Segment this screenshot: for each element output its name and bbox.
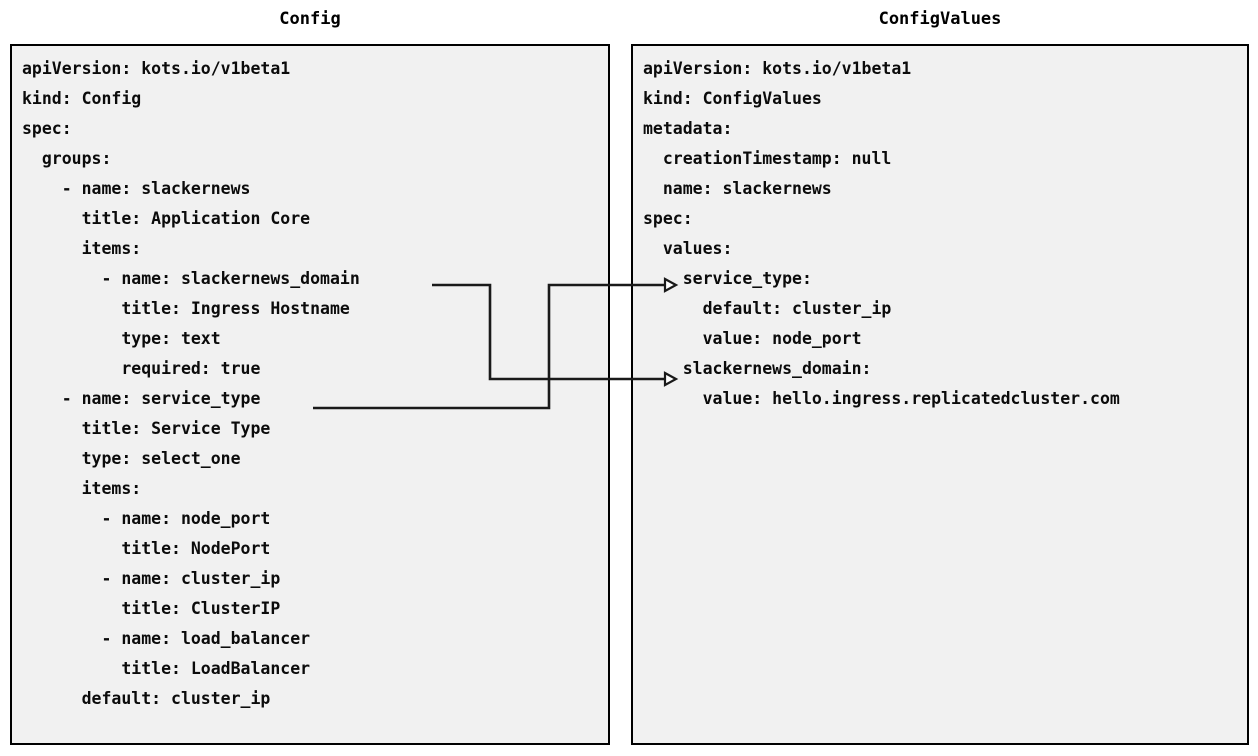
yaml-config-line: required: true	[22, 359, 261, 378]
yaml-config-line: title: Application Core	[22, 209, 311, 228]
panel-title-configvalues: ConfigValues	[878, 9, 1002, 29]
yaml-block-configvalues: apiVersion: kots.io/v1beta1 kind: ConfigV…	[643, 54, 1243, 414]
yaml-config-line: default: cluster_ip	[22, 689, 271, 708]
yaml-config-line: - name: node_port	[22, 509, 271, 528]
yaml-config-line: title: Ingress Hostname	[22, 299, 350, 318]
yaml-config-line: - name: slackernews_domain	[22, 269, 360, 288]
yaml-configvalues-line: values:	[643, 239, 733, 258]
yaml-configvalues-line: value: hello.ingress.replicatedcluster.c…	[643, 389, 1120, 408]
yaml-config-line: - name: service_type	[22, 389, 261, 408]
yaml-configvalues-line: creationTimestamp: null	[643, 149, 892, 168]
panel-title-config: Config	[279, 9, 341, 29]
panel-configvalues: apiVersion: kots.io/v1beta1 kind: ConfigV…	[631, 44, 1249, 745]
yaml-configvalues-line: name: slackernews	[643, 179, 832, 198]
yaml-configvalues-line: slackernews_domain:	[643, 359, 872, 378]
yaml-config-line: title: NodePort	[22, 539, 271, 558]
yaml-configvalues-line: apiVersion: kots.io/v1beta1	[643, 59, 912, 78]
yaml-config-line: - name: cluster_ip	[22, 569, 281, 588]
panel-config: apiVersion: kots.io/v1beta1 kind: Config s…	[10, 44, 610, 745]
yaml-config-line: groups:	[22, 149, 112, 168]
yaml-config-line: title: LoadBalancer	[22, 659, 311, 678]
yaml-config-line: title: ClusterIP	[22, 599, 281, 618]
yaml-config-line: items:	[22, 479, 142, 498]
yaml-config-line: apiVersion: kots.io/v1beta1	[22, 59, 291, 78]
yaml-config-line: - name: load_balancer	[22, 629, 311, 648]
yaml-configvalues-line: metadata:	[643, 119, 733, 138]
yaml-config-line: kind: Config	[22, 89, 142, 108]
yaml-block-config: apiVersion: kots.io/v1beta1 kind: Config s…	[22, 54, 604, 714]
yaml-config-line: items:	[22, 239, 142, 258]
yaml-configvalues-line: default: cluster_ip	[643, 299, 892, 318]
yaml-configvalues-line: spec:	[643, 209, 693, 228]
yaml-config-line: title: Service Type	[22, 419, 271, 438]
yaml-config-line: - name: slackernews	[22, 179, 251, 198]
yaml-configvalues-line: service_type:	[643, 269, 812, 288]
yaml-configvalues-line: value: node_port	[643, 329, 862, 348]
yaml-config-line: spec:	[22, 119, 72, 138]
yaml-configvalues-line: kind: ConfigValues	[643, 89, 822, 108]
yaml-config-line: type: select_one	[22, 449, 241, 468]
yaml-config-line: type: text	[22, 329, 221, 348]
